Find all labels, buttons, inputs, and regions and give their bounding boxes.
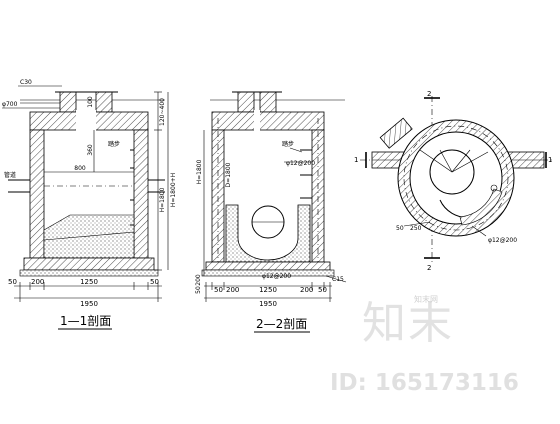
- plan-shaft: [429, 149, 475, 195]
- plan-dim-250: 250: [410, 225, 422, 232]
- watermark-small: 知末网: [414, 294, 438, 304]
- dim-1250: 1250: [80, 278, 98, 286]
- step-irons-2: [300, 149, 312, 199]
- mark-2-top: 2: [427, 90, 431, 98]
- dim-h-top: 120~400: [159, 98, 166, 126]
- dim-360: 360: [87, 144, 94, 156]
- label-cover: φ700: [2, 101, 18, 108]
- plan-dim-50: 50: [396, 225, 404, 232]
- dim-800: 800: [74, 165, 86, 172]
- base-slab-2: [205, 261, 331, 271]
- neck-wall-right: [95, 91, 113, 113]
- mark-1-right: 1: [548, 156, 552, 164]
- dim-50-left: 50: [8, 278, 17, 286]
- section-1-1: 120~400 H=1800+H H=1800 360 100 800 C30 …: [2, 79, 177, 330]
- dim-200-v: 200: [195, 274, 202, 286]
- mark-1-left: 1: [354, 156, 358, 164]
- label-rebar-1: φ12@200: [286, 160, 315, 167]
- base-slab: [23, 257, 155, 271]
- label-pipe: 管道: [4, 171, 16, 179]
- chamber-wall-left: [29, 129, 45, 259]
- dim-50-right: 50: [150, 278, 159, 286]
- top-slab-2: [211, 111, 325, 131]
- dim-50-v: 50: [195, 286, 202, 294]
- dim-h-left-2: H=1800: [196, 159, 203, 184]
- plan-view: 2 2 1 1 φ12@200 50 250: [354, 90, 552, 272]
- watermark-logo: 知末: [362, 298, 454, 349]
- dim-1250-2: 1250: [259, 286, 277, 294]
- dim-1950: 1950: [80, 300, 98, 308]
- section-2-2: 踏步 H=1800 D=1800 φ12@200 φ12@200 C15 200…: [195, 91, 347, 333]
- neck-wall-left: [59, 91, 77, 113]
- label-step-2: 踏步: [282, 140, 294, 148]
- u-channel: [225, 204, 311, 263]
- plan-benching: [459, 188, 503, 226]
- plan-rebar-label: φ12@200: [488, 237, 517, 244]
- dim-h-total: H=1800+H: [170, 173, 177, 207]
- label-c30: C30: [20, 79, 32, 86]
- dim-200-left-2: 200: [226, 286, 239, 294]
- mark-2-bottom: 2: [427, 264, 431, 272]
- dim-50-right-2: 50: [318, 286, 327, 294]
- caption-section-1-1: 1—1剖面: [60, 314, 111, 328]
- dim-200-left: 200: [31, 278, 44, 286]
- label-step: 踏步: [108, 140, 120, 148]
- chamber-wall-right: [133, 129, 149, 259]
- pipe-diagonal: [379, 117, 413, 149]
- dim-200-right-2: 200: [300, 286, 313, 294]
- plan-inner-wall: [409, 131, 503, 225]
- dim-h-inner: H=1800: [159, 187, 166, 212]
- label-rebar-2: φ12@200: [262, 273, 291, 280]
- step-irons: [130, 149, 134, 226]
- watermark-id: ID: 165173116: [330, 370, 519, 396]
- watermark: 知末 知末网 ID: 165173116: [330, 294, 519, 396]
- benching: [43, 214, 135, 259]
- dim-d-2: D=1800: [225, 162, 232, 187]
- dim-100: 100: [87, 96, 94, 108]
- dim-50-left-2: 50: [214, 286, 223, 294]
- dim-1950-2: 1950: [259, 300, 277, 308]
- base-cushion: [19, 269, 159, 277]
- caption-section-2-2: 2—2剖面: [256, 317, 307, 331]
